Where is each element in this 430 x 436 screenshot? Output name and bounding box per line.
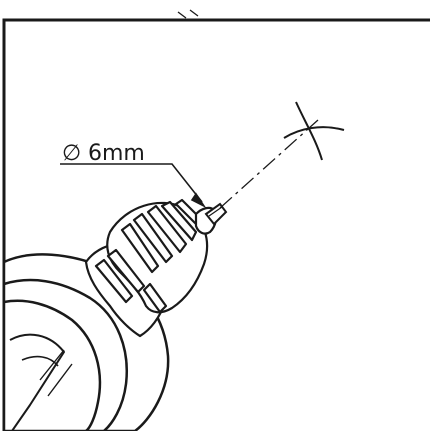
target-cross-mark	[283, 101, 345, 161]
dimension-label: 6mm	[88, 141, 145, 166]
drill-chuck	[84, 198, 218, 338]
dimension-leader	[60, 163, 207, 209]
diameter-symbol: ∅	[62, 141, 81, 166]
drill-bit	[204, 202, 228, 226]
top-cutoff-marks	[177, 9, 199, 19]
drill-axis-centerline	[219, 119, 319, 209]
